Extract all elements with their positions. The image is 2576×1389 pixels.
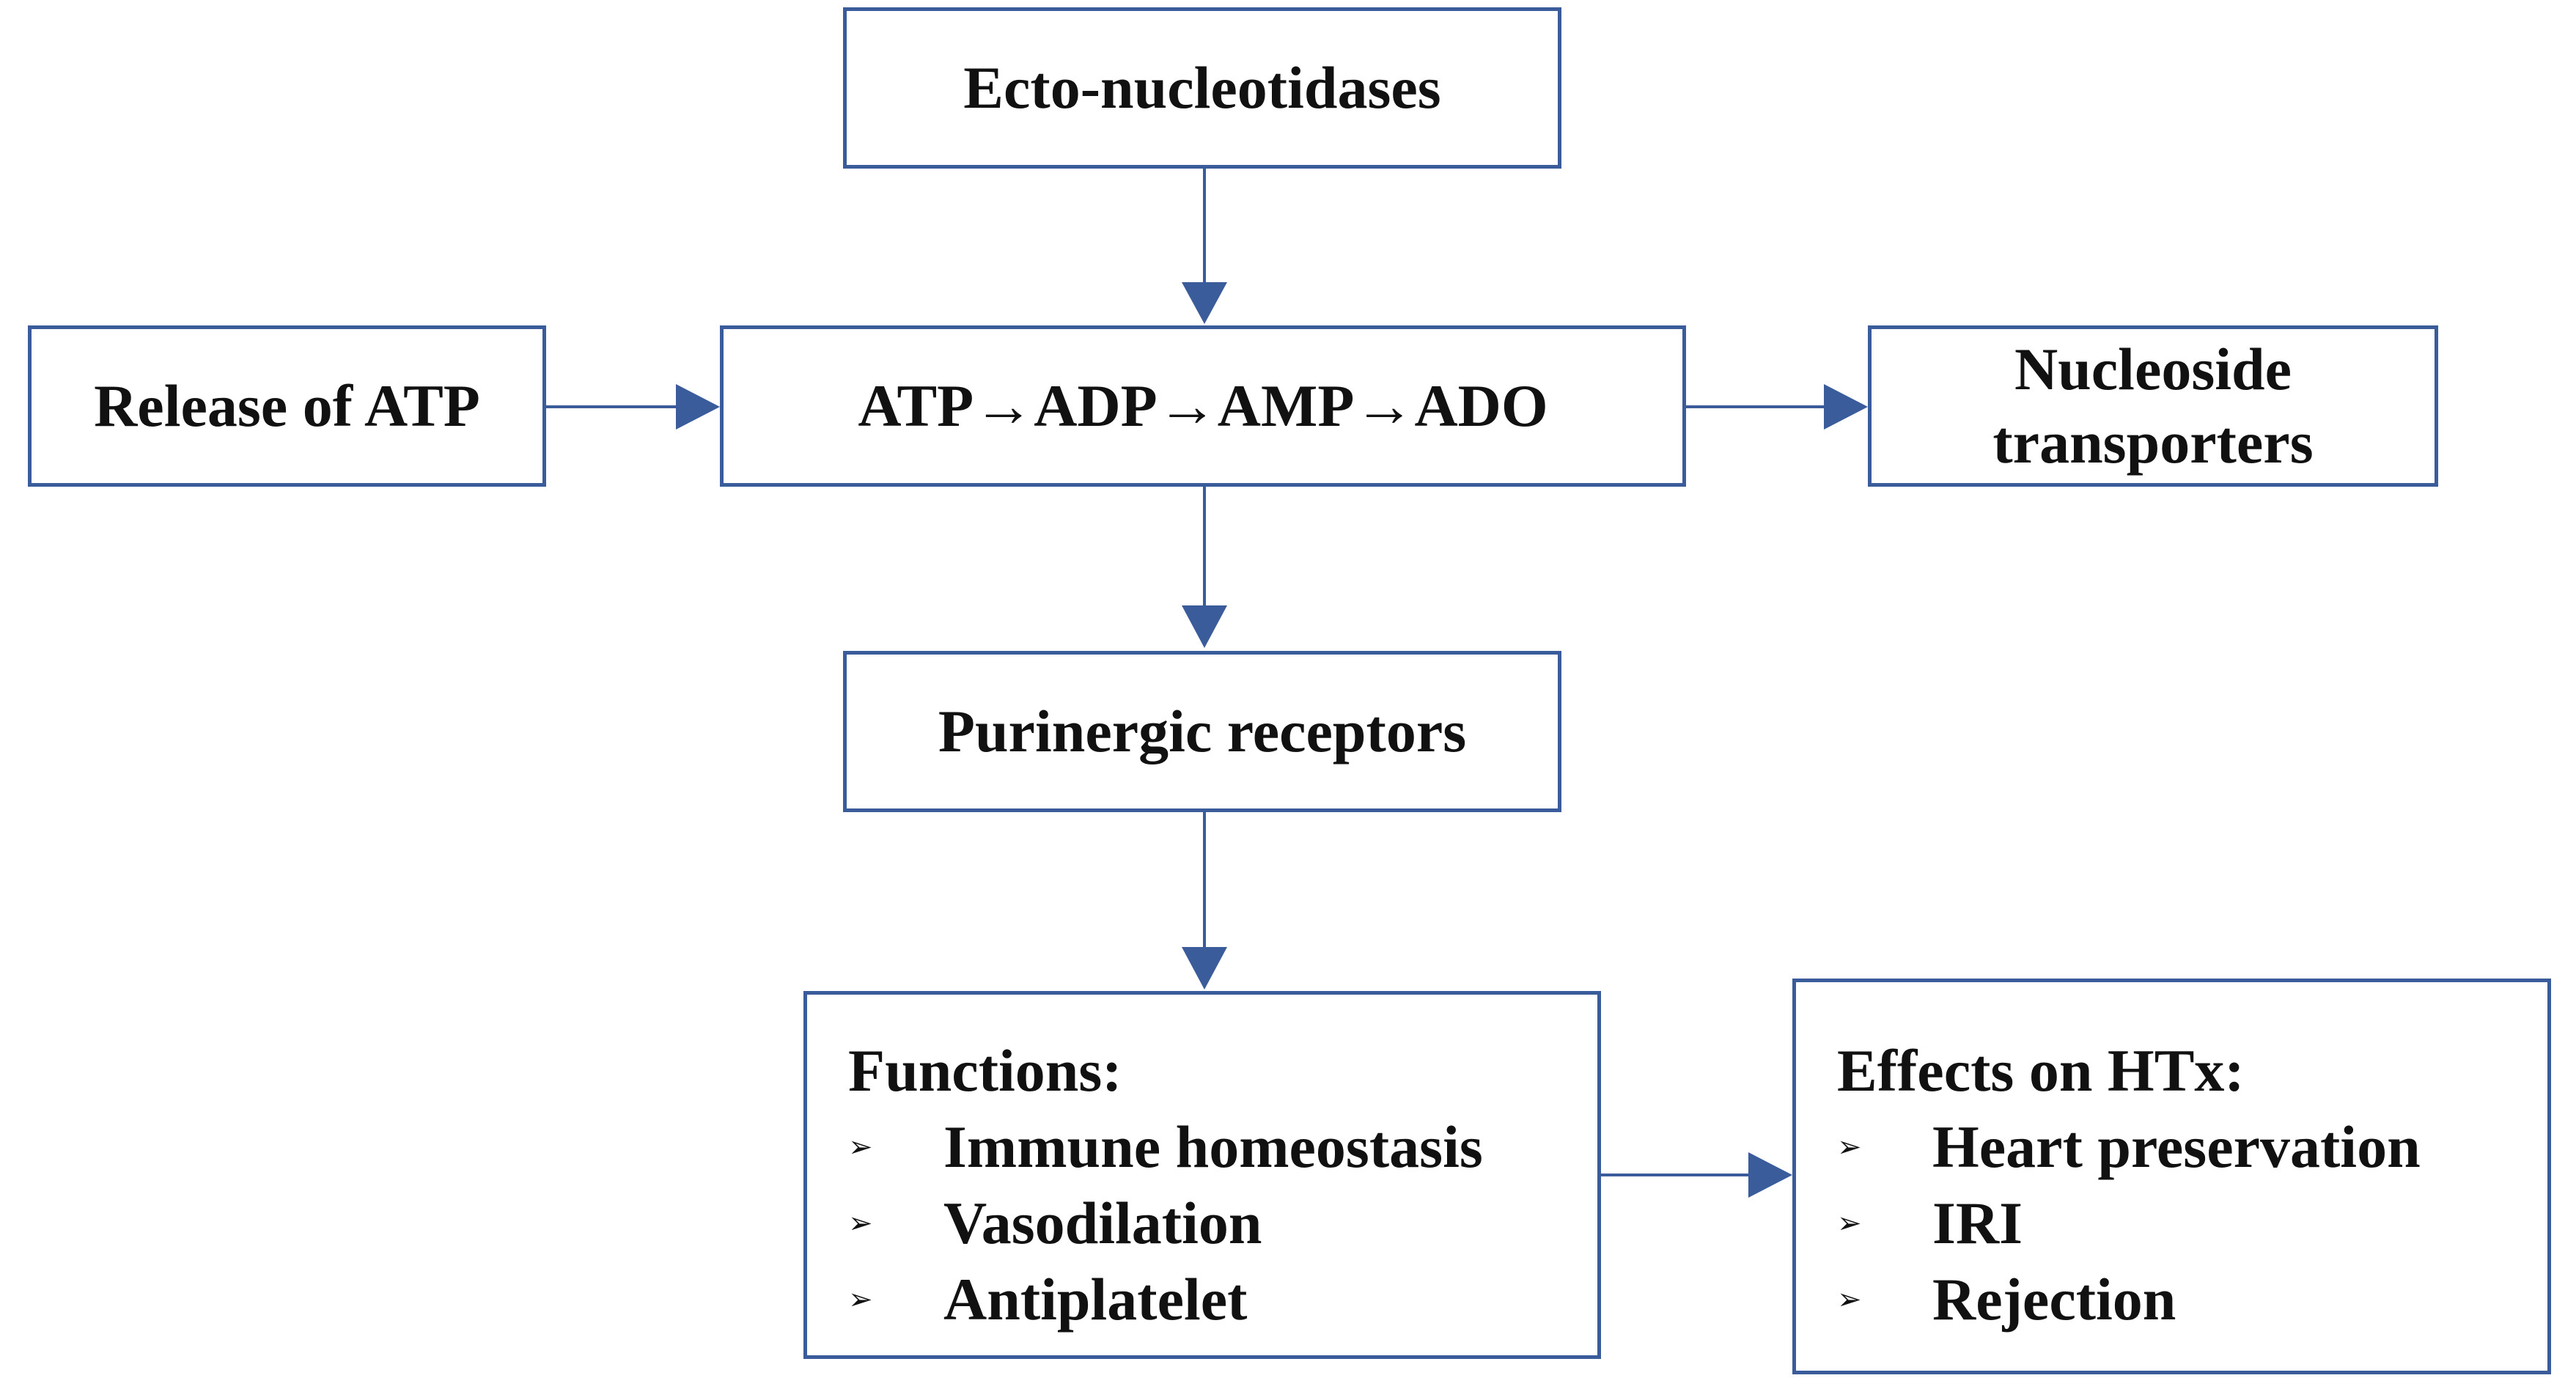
release-of-atp-box: Release of ATP (28, 325, 546, 487)
purinergic-receptors-box: Purinergic receptors (843, 651, 1561, 812)
effect-item-label: Rejection (1932, 1266, 2176, 1333)
list-item: ➢ Vasodilation (848, 1185, 1597, 1261)
function-item-label: Immune homeostasis (943, 1113, 1483, 1180)
list-item: ➢ Antiplatelet (848, 1261, 1597, 1338)
nucleoside-transporters-label: Nucleoside transporters (1992, 336, 2314, 476)
function-item-label: Antiplatelet (943, 1266, 1248, 1333)
functions-list: ➢ Immune homeostasis ➢ Vasodilation ➢ An… (848, 1109, 1597, 1338)
purinergic-receptors-label: Purinergic receptors (938, 698, 1467, 764)
list-item: ➢ Rejection (1837, 1261, 2547, 1338)
arrowhead-receptors-to-functions (1182, 947, 1227, 990)
arrow-bullet-icon: ➢ (848, 1130, 873, 1164)
list-item: ➢ Heart preservation (1837, 1109, 2547, 1185)
functions-box: Functions: ➢ Immune homeostasis ➢ Vasodi… (803, 991, 1601, 1359)
list-item: ➢ Immune homeostasis (848, 1109, 1597, 1185)
nucleotide-cascade-box: ATP→ADP→AMP→ADO (720, 325, 1686, 487)
ecto-nucleotidases-box: Ecto-nucleotidases (843, 7, 1561, 169)
effect-item-label: IRI (1932, 1190, 2023, 1256)
effect-item-label: Heart preservation (1932, 1113, 2421, 1180)
nucleoside-transporters-box: Nucleoside transporters (1868, 325, 2438, 487)
arrowhead-functions-to-effects (1748, 1152, 1792, 1198)
ecto-nucleotidases-label: Ecto-nucleotidases (963, 54, 1441, 121)
arrowhead-cascade-to-transporters (1824, 384, 1868, 430)
arrow-bullet-icon: ➢ (848, 1283, 873, 1316)
arrowhead-ecto-to-cascade (1182, 282, 1227, 324)
functions-title: Functions: (848, 1037, 1122, 1104)
nucleotide-cascade-label: ATP→ADP→AMP→ADO (858, 372, 1548, 439)
arrow-bullet-icon: ➢ (1837, 1130, 1862, 1164)
arrowhead-release-to-cascade (676, 384, 720, 430)
arrow-bullet-icon: ➢ (848, 1206, 873, 1240)
release-of-atp-label: Release of ATP (94, 372, 480, 439)
list-item: ➢ IRI (1837, 1185, 2547, 1261)
function-item-label: Vasodilation (943, 1190, 1262, 1256)
arrow-bullet-icon: ➢ (1837, 1206, 1862, 1240)
effects-title: Effects on HTx: (1837, 1037, 2245, 1104)
arrowhead-cascade-to-receptors (1182, 605, 1227, 648)
effects-list: ➢ Heart preservation ➢ IRI ➢ Rejection (1837, 1109, 2547, 1338)
effects-box: Effects on HTx: ➢ Heart preservation ➢ I… (1792, 979, 2551, 1374)
arrow-bullet-icon: ➢ (1837, 1283, 1862, 1316)
